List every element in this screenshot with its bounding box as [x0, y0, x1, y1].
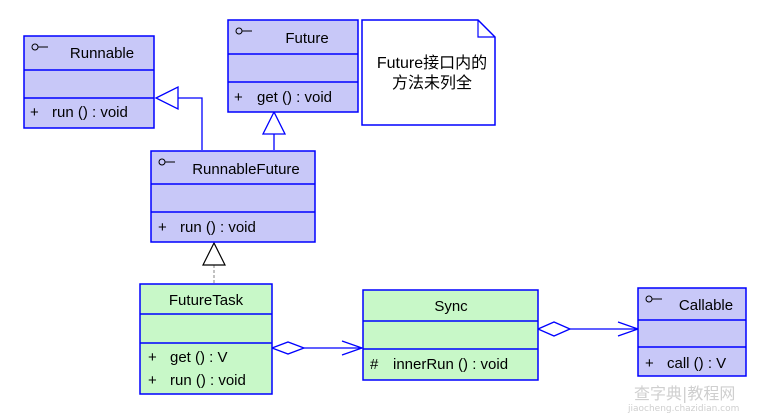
class-box	[637, 287, 747, 377]
class-future[interactable]: Future + get () : void	[227, 19, 359, 113]
member-signature: get () : void	[257, 89, 332, 106]
class-runnable[interactable]: Runnable + run () : void	[23, 35, 155, 129]
note-folded-corner	[477, 20, 495, 38]
class-futuretask[interactable]: FutureTask + get () : V + run () : void	[139, 283, 273, 395]
class-name-callable: Callable	[679, 297, 733, 314]
class-name-runnablefuture: RunnableFuture	[192, 161, 300, 178]
interface-icon	[645, 295, 662, 303]
member-signature: innerRun () : void	[393, 356, 508, 373]
member-signature: run () : void	[180, 219, 256, 236]
note-line-2: 方法未列全	[392, 74, 472, 92]
class-box	[23, 35, 155, 129]
member-signature: run () : void	[52, 104, 128, 121]
class-box	[139, 283, 273, 395]
member-visibility: +	[148, 349, 157, 366]
aggregation-diamond-futuretask	[270, 341, 306, 355]
watermark-main: 查字典|教程网	[634, 384, 735, 403]
interface-icon	[31, 43, 48, 51]
class-name-future: Future	[285, 30, 328, 47]
note-shape	[361, 19, 496, 126]
generalization-arrow-runnable	[154, 85, 179, 111]
watermark: 查字典|教程网 jiaocheng.chazidian.com	[627, 384, 739, 414]
member-visibility: +	[30, 104, 39, 121]
relations	[154, 85, 640, 356]
member-signature: call () : V	[667, 355, 726, 372]
member-visibility: +	[645, 355, 654, 372]
member-visibility: +	[148, 372, 157, 389]
class-name-runnable: Runnable	[70, 45, 134, 62]
note[interactable]: Future接口内的 方法未列全	[361, 19, 496, 126]
member-visibility: +	[158, 219, 167, 236]
member-signature: get () : V	[170, 349, 228, 366]
note-line-1: Future接口内的	[377, 54, 487, 72]
class-box	[227, 19, 359, 113]
association-arrowhead-sync	[341, 340, 364, 356]
class-sync[interactable]: Sync # innerRun () : void	[362, 289, 539, 381]
member-signature: run () : void	[170, 372, 246, 389]
class-callable[interactable]: Callable + call () : V	[637, 287, 747, 377]
generalization-arrow-future	[261, 110, 287, 135]
interface-icon	[235, 27, 252, 35]
member-visibility: #	[370, 356, 379, 373]
realization-arrow	[202, 241, 226, 266]
relation-runnablefuture-runnable	[178, 97, 203, 150]
watermark-sub: jiaocheng.chazidian.com	[627, 404, 739, 414]
realization-futuretask-runnablefuture	[202, 241, 226, 284]
member-visibility: +	[234, 89, 243, 106]
interface-icon	[158, 158, 175, 166]
class-box	[362, 289, 539, 381]
class-box	[150, 150, 316, 243]
class-name-sync: Sync	[434, 298, 468, 315]
aggregation-diamond-sync	[536, 321, 572, 337]
class-runnablefuture[interactable]: RunnableFuture + run () : void	[150, 150, 316, 243]
class-name-futuretask: FutureTask	[169, 292, 244, 309]
